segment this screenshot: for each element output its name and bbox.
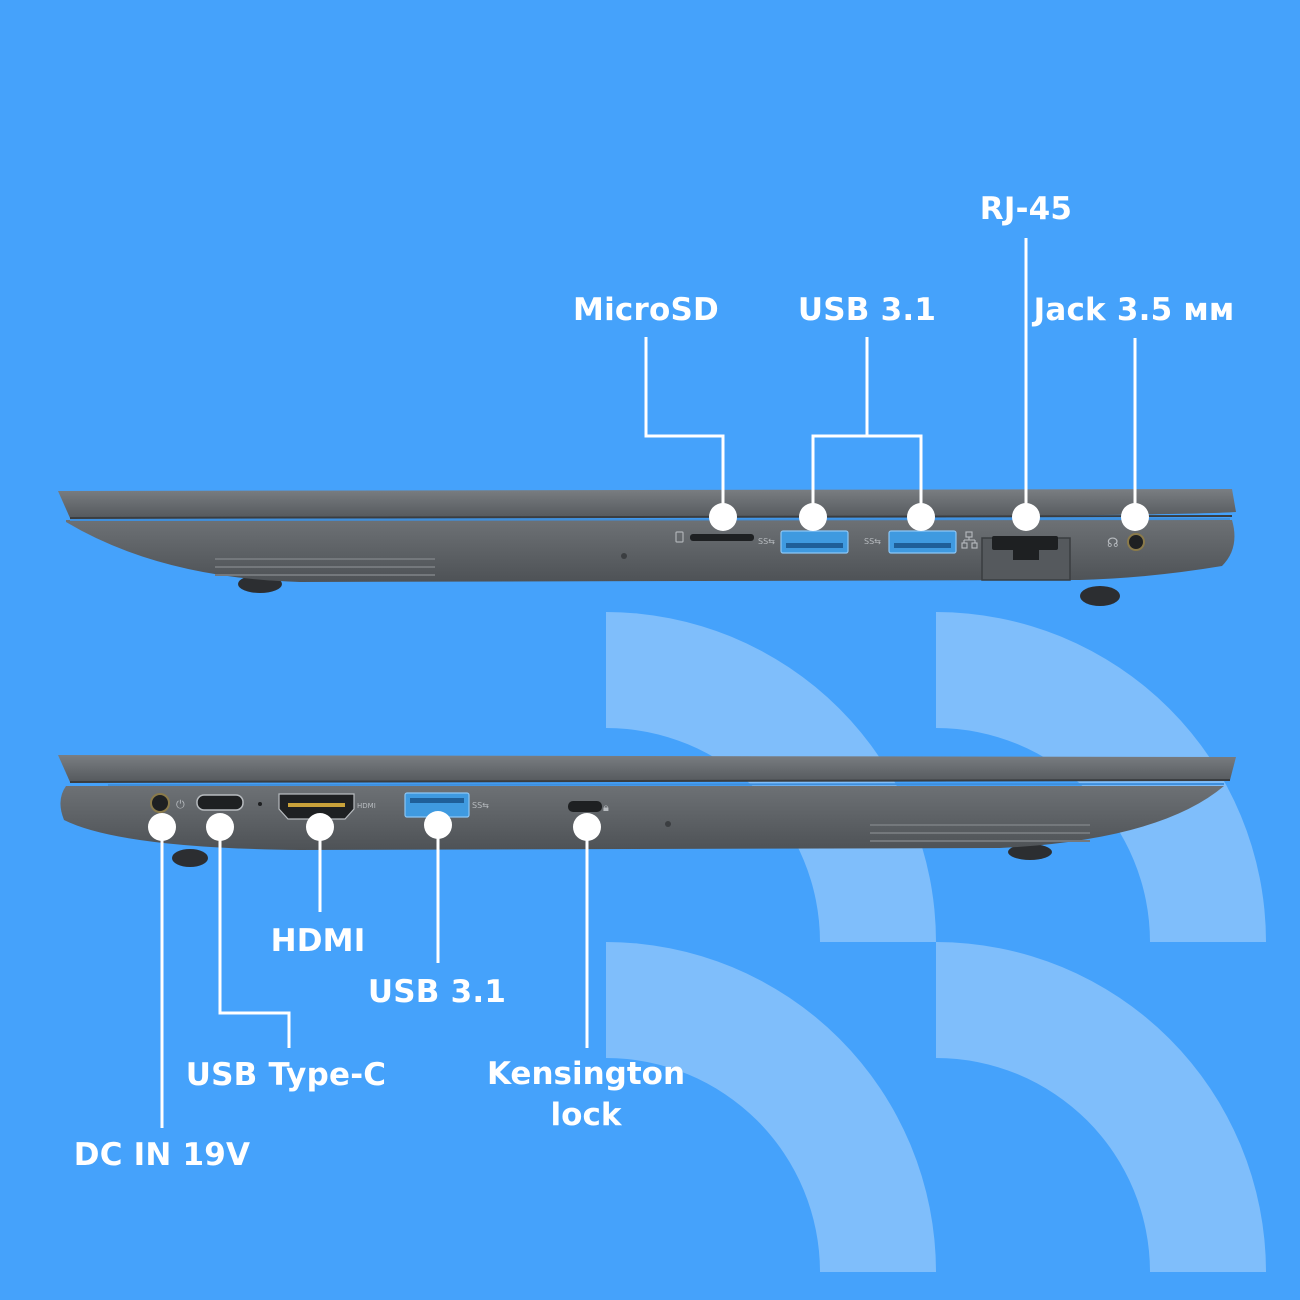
callout-dot-usb-1 <box>799 503 827 531</box>
headphone-icon: ☊ <box>1107 536 1119 551</box>
label-kensington-line2: lock <box>550 1097 622 1133</box>
svg-text:SS⇆: SS⇆ <box>864 537 881 546</box>
callout-dot-kensington <box>573 813 601 841</box>
lock-icon: 🔒︎ <box>603 801 609 814</box>
label-usb-type-c: USB Type-C <box>185 1057 387 1093</box>
callout-dot-dc <box>148 813 176 841</box>
label-dc-in: DC IN 19V <box>73 1137 251 1173</box>
label-usb31-left: USB 3.1 <box>367 974 507 1010</box>
callout-dot-usb-2 <box>907 503 935 531</box>
label-kensington-line1: Kensington <box>486 1056 686 1092</box>
laptop-left-side: ⏻ HDMI SS⇆ 🔒︎ <box>58 755 1236 867</box>
callout-dot-hdmi <box>306 813 334 841</box>
label-kensington: Kensington lock <box>487 1054 685 1136</box>
network-icon <box>961 531 978 549</box>
label-rj45: RJ-45 <box>979 191 1073 227</box>
usb-ss-icon: SS⇆ <box>758 537 775 546</box>
sd-card-icon <box>675 531 684 543</box>
label-microsd: MicroSD <box>573 292 719 328</box>
laptop-right-side: SS⇆ SS⇆ ☊ <box>58 489 1236 606</box>
label-usb31-right: USB 3.1 <box>797 292 937 328</box>
callout-lines-top <box>644 238 1137 517</box>
hdmi-icon: HDMI <box>357 802 376 810</box>
callout-dot-jack <box>1121 503 1149 531</box>
callout-dot-usb <box>424 811 452 839</box>
callout-dots-bottom <box>148 811 601 841</box>
background-decoration <box>606 612 1266 1272</box>
callout-dot-usbc <box>206 813 234 841</box>
callout-dots-top <box>709 503 1149 531</box>
callout-dot-rj45 <box>1012 503 1040 531</box>
label-jack: Jack 3.5 мм <box>1033 292 1235 328</box>
power-icon: ⏻ <box>176 798 185 811</box>
label-hdmi: HDMI <box>270 923 366 959</box>
callout-dot-microsd <box>709 503 737 531</box>
svg-text:SS⇆: SS⇆ <box>472 801 489 810</box>
callout-lines-bottom <box>160 825 589 1128</box>
